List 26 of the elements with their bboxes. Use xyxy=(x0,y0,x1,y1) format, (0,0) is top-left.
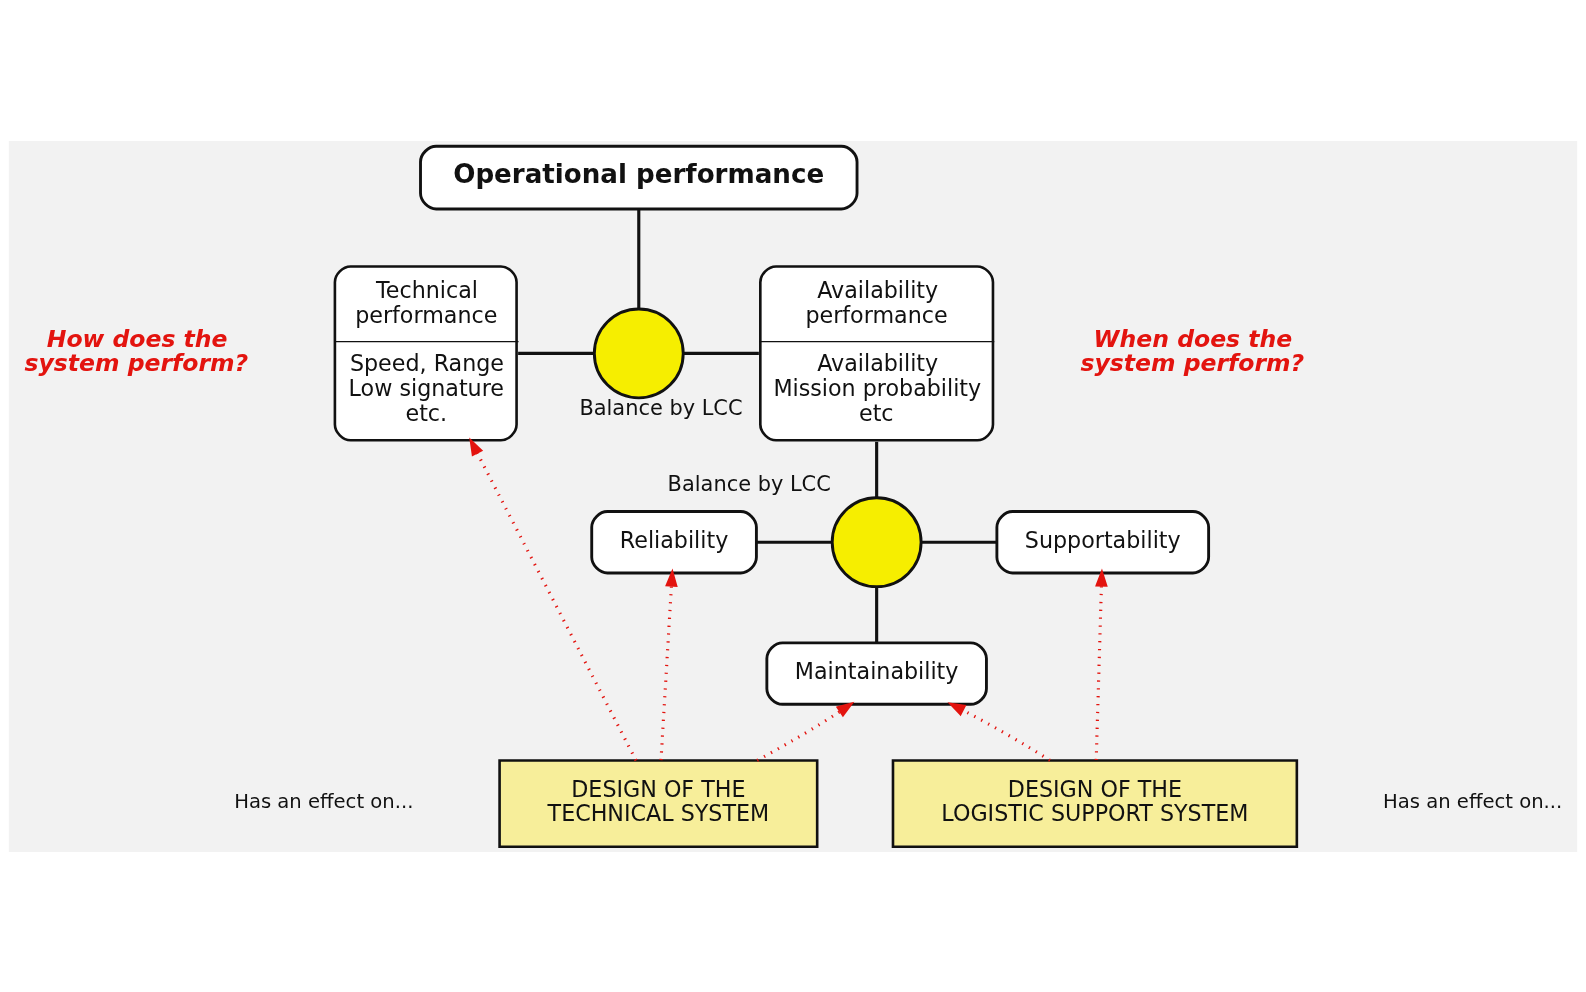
node-box: Reliability xyxy=(590,509,758,574)
node-box: Operational performance xyxy=(419,144,859,210)
label: When does the system perform? xyxy=(1080,324,1305,377)
node-box: DESIGN OF THE LOGISTIC SUPPORT SYSTEM xyxy=(891,758,1299,848)
arrow xyxy=(659,568,678,760)
arrow xyxy=(947,701,1051,762)
arrow xyxy=(1094,568,1108,760)
connector xyxy=(637,208,641,309)
connector xyxy=(683,351,759,355)
node-label: Balance by LCC xyxy=(579,395,743,420)
connector xyxy=(875,441,879,497)
node-circle xyxy=(592,307,685,399)
node-box: Maintainability xyxy=(765,640,988,706)
arrow xyxy=(756,701,855,762)
connector xyxy=(756,540,833,544)
label: Has an effect on... xyxy=(1383,789,1563,813)
connector xyxy=(518,351,594,355)
node-circle xyxy=(830,495,923,588)
label: How does the system perform? xyxy=(24,324,249,377)
connector xyxy=(875,586,879,643)
connector xyxy=(921,540,997,544)
arrow xyxy=(469,437,638,761)
label: Has an effect on... xyxy=(234,789,414,813)
node-label: Balance by LCC xyxy=(667,471,831,496)
node-box: Supportability xyxy=(995,509,1211,574)
node-box: DESIGN OF THE TECHNICAL SYSTEM xyxy=(498,758,819,848)
